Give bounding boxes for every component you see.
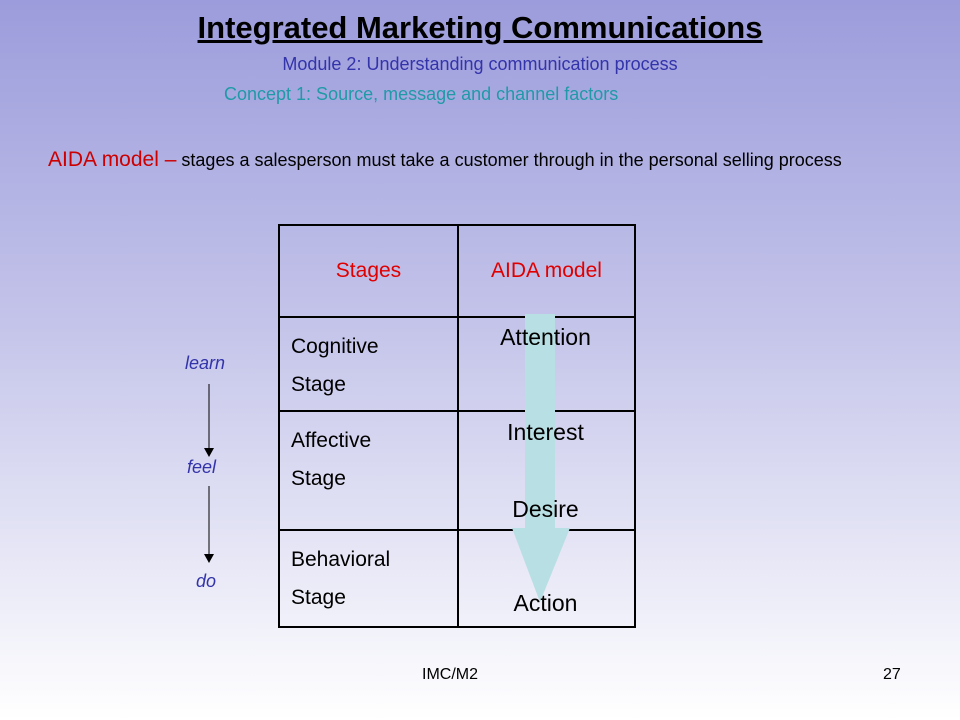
intro-lead: AIDA model –: [48, 148, 177, 171]
header-aida-model: AIDA model: [457, 224, 636, 318]
module-subtitle: Module 2: Understanding communication pr…: [282, 54, 678, 74]
side-feel: feel: [187, 457, 217, 477]
intro-body: stages a salesperson must take a custome…: [181, 150, 842, 170]
stage-affective-line2: Stage: [291, 467, 346, 490]
learn-to-feel-arrow-icon: [204, 384, 214, 457]
header-stages: Stages: [278, 224, 459, 318]
aida-interest: Interest: [507, 419, 584, 445]
page-number: 27: [883, 666, 901, 683]
stage-behavioral: Behavioral Stage: [278, 529, 459, 628]
stage-cognitive-line1: Cognitive: [291, 335, 379, 358]
side-do: do: [196, 571, 217, 591]
concept-subtitle: Concept 1: Source, message and channel f…: [224, 84, 619, 104]
intro-text: AIDA model – stages a salesperson must t…: [48, 146, 888, 174]
aida-flow-arrow-icon: [512, 314, 570, 602]
aida-desire: Desire: [512, 496, 579, 522]
stage-behavioral-line2: Stage: [291, 586, 346, 609]
stage-affective-line1: Affective: [291, 429, 372, 452]
side-learn: learn: [185, 353, 226, 373]
aida-action: Action: [513, 590, 578, 616]
aida-attention: Attention: [500, 324, 591, 350]
footer-code: IMC/M2: [422, 666, 478, 683]
stage-cognitive: Cognitive Stage: [278, 316, 459, 412]
table-header-row: Stages AIDA model: [278, 224, 636, 318]
slide-title: Integrated Marketing Communications: [197, 10, 763, 45]
stage-behavioral-line1: Behavioral: [291, 548, 391, 571]
stage-cognitive-line2: Stage: [291, 373, 346, 396]
feel-to-do-arrow-icon: [204, 486, 214, 563]
stage-affective: Affective Stage: [278, 410, 459, 531]
